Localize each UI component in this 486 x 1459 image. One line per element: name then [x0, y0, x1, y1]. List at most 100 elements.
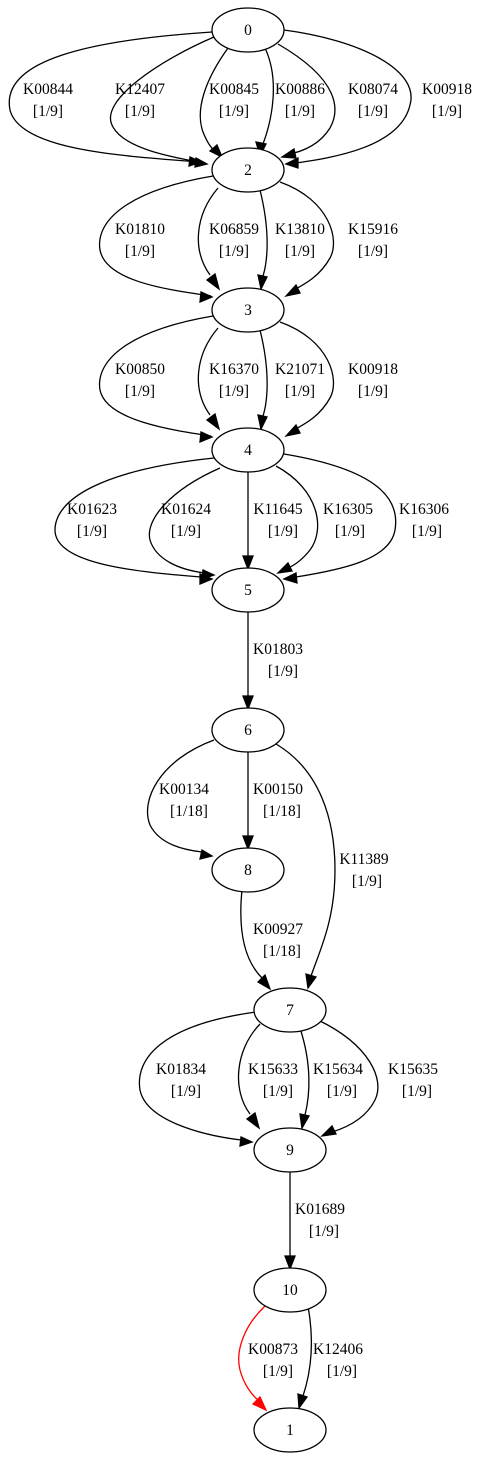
edge-label-weight: [1/18] [170, 803, 208, 820]
edge-7-9-a [138, 1011, 257, 1147]
edge-label-ko: K21071 [275, 361, 325, 378]
edge-label-ko: K11389 [339, 851, 389, 868]
edge-label-ko: K01624 [161, 501, 211, 518]
edge-label-weight: [1/9] [125, 243, 155, 260]
edge-label-ko: K00918 [422, 81, 472, 98]
edge-label-weight: [1/9] [171, 1083, 201, 1100]
edge-7-9-b [237, 1023, 261, 1130]
edge-3-4-b [197, 327, 221, 431]
edge-label-ko: K15634 [313, 1061, 363, 1078]
edge-label-ko: K01834 [156, 1061, 206, 1078]
edge-label-ko: K00927 [253, 921, 303, 938]
node-label: 9 [286, 1142, 294, 1159]
edge-label-weight: [1/9] [219, 383, 249, 400]
edge-label-ko: K01689 [295, 1201, 345, 1218]
edge-label-weight: [1/9] [285, 103, 315, 120]
edge-label-weight: [1/9] [327, 1083, 357, 1100]
node-0: 0 [211, 7, 285, 53]
edge-label-weight: [1/9] [412, 523, 442, 540]
node-9: 9 [253, 1127, 327, 1173]
node-label: 6 [244, 722, 252, 739]
edge-label-ko: K01623 [67, 501, 117, 518]
edge-0-2-d [255, 47, 274, 158]
edge-label-weight: [1/9] [219, 103, 249, 120]
edge-4-5-b [148, 467, 221, 580]
edge-2-3-b [197, 187, 221, 291]
edge-label-ko: K16370 [209, 361, 259, 378]
edge-9-10 [284, 1170, 296, 1271]
edge-label-weight: [1/9] [125, 103, 155, 120]
edge-label-weight: [1/9] [219, 243, 249, 260]
edge-0-2-f [283, 29, 412, 169]
edge-label-weight: [1/9] [432, 103, 462, 120]
edge-5-6 [242, 610, 254, 711]
edge-label-ko: K16305 [323, 501, 373, 518]
edge-label-weight: [1/9] [327, 1363, 357, 1380]
edge-label-weight: [1/9] [335, 523, 365, 540]
edge-label-ko: K08074 [348, 81, 398, 98]
edge-label-weight: [1/9] [285, 243, 315, 260]
edge-2-3-c [257, 189, 268, 291]
edge-labels: K00844 [1/9] K12407 [1/9] K00845 [1/9] K… [23, 81, 472, 1380]
edge-4-5-e [282, 453, 397, 584]
edge-label-ko: K00918 [348, 361, 398, 378]
edge-4-5-c [242, 470, 254, 571]
edge-6-8-b [242, 750, 254, 851]
edge-2-3-d [279, 181, 335, 298]
edge-label-ko: K06859 [209, 221, 259, 238]
node-6: 6 [211, 707, 285, 753]
node-3: 3 [211, 287, 285, 333]
edge-10-1-b [297, 1305, 312, 1410]
node-label: 4 [244, 442, 252, 459]
edge-label-weight: [1/18] [263, 803, 301, 820]
edge-3-4-d [279, 321, 335, 438]
node-8: 8 [211, 847, 285, 893]
edge-4-5-a [54, 457, 215, 585]
edge-10-1-highlighted [238, 1305, 268, 1412]
node-label: 5 [244, 582, 252, 599]
edge-label-weight: [1/9] [309, 1223, 339, 1240]
edge-label-weight: [1/9] [268, 523, 298, 540]
node-1: 1 [253, 1407, 327, 1453]
edge-label-ko: K00850 [115, 361, 165, 378]
edge-label-weight: [1/9] [125, 383, 155, 400]
edge-label-ko: K00845 [209, 81, 259, 98]
edge-0-2-c [199, 47, 229, 159]
edge-label-weight: [1/9] [263, 1363, 293, 1380]
node-label: 7 [286, 1002, 294, 1019]
edge-label-weight: [1/9] [402, 1083, 432, 1100]
edge-3-4-a [98, 315, 214, 444]
edge-7-9-d [317, 1019, 379, 1137]
node-10: 10 [253, 1267, 327, 1313]
edge-label-weight: [1/9] [33, 103, 63, 120]
node-label: 3 [244, 302, 252, 319]
edge-label-ko: K16306 [399, 501, 449, 518]
edge-label-weight: [1/18] [263, 943, 301, 960]
edge-label-weight: [1/9] [358, 103, 388, 120]
edge-label-ko: K12406 [313, 1341, 363, 1358]
node-7: 7 [253, 987, 327, 1033]
edge-label-weight: [1/9] [358, 243, 388, 260]
edge-label-weight: [1/9] [358, 383, 388, 400]
node-4: 4 [211, 427, 285, 473]
edge-6-8-a [146, 739, 215, 860]
edge-0-2-e [277, 43, 336, 159]
edge-label-ko: K15916 [348, 221, 398, 238]
edge-label-weight: [1/9] [263, 1083, 293, 1100]
edge-label-ko: K15635 [388, 1061, 438, 1078]
edge-label-ko: K00134 [159, 781, 209, 798]
edge-2-3-a [98, 175, 214, 304]
edge-label-weight: [1/9] [285, 383, 315, 400]
node-label: 8 [244, 862, 252, 879]
edge-label-weight: [1/9] [352, 873, 382, 890]
edge-label-ko: K00873 [248, 1341, 298, 1358]
edge-label-weight: [1/9] [268, 663, 298, 680]
edge-label-ko: K01803 [253, 641, 303, 658]
edge-3-4-c [257, 329, 268, 431]
edge-label-weight: [1/9] [77, 523, 107, 540]
node-label: 1 [286, 1422, 294, 1439]
node-2: 2 [211, 147, 285, 193]
edge-label-weight: [1/9] [171, 523, 201, 540]
edge-label-ko: K00886 [275, 81, 325, 98]
